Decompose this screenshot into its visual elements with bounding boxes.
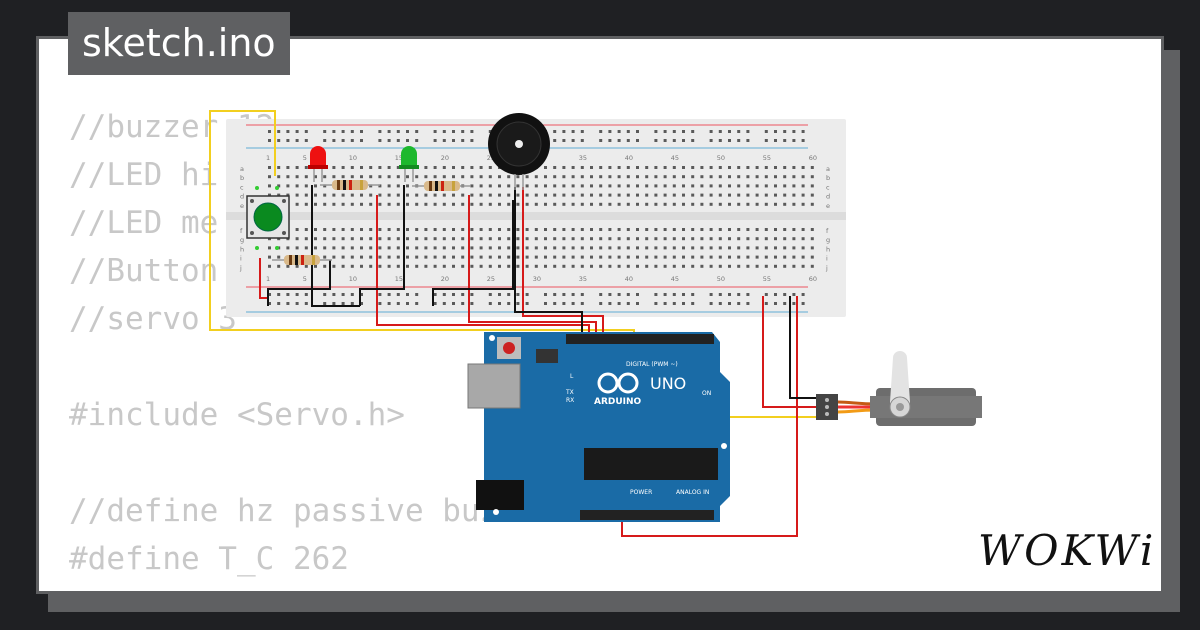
wire-black-buzzer	[432, 200, 514, 306]
breadboard-row-letter: h	[240, 245, 244, 253]
breadboard-row-letter: e	[826, 202, 830, 210]
wire-red-5v	[621, 296, 798, 537]
arduino-brand-text: ARDUINO	[594, 397, 642, 407]
breadboard-row-letter: h	[826, 245, 830, 253]
l-led-label: L	[570, 373, 574, 380]
breadboard-column-number: 10	[349, 275, 357, 283]
arduino-uno-board[interactable]: ARDUINO UNO DIGITAL (PWM ~) POWER ANALOG…	[467, 332, 730, 522]
breadboard-row-letter: b	[240, 174, 244, 182]
breadboard-column-number: 45	[671, 154, 679, 162]
breadboard-column-number: 60	[809, 275, 817, 283]
arduino-infinity-logo	[597, 372, 639, 394]
breadboard-column-number: 55	[763, 154, 771, 162]
usb-port	[467, 363, 521, 409]
led-green[interactable]	[399, 146, 419, 182]
wire-black-servo	[789, 296, 818, 399]
power-pins-label: POWER	[630, 489, 652, 496]
breadboard-column-number: 30	[533, 275, 541, 283]
breadboard-column-number: 20	[441, 154, 449, 162]
breadboard-row-letter: a	[826, 165, 830, 173]
breadboard-row-letter: d	[826, 193, 830, 201]
wires	[209, 110, 818, 537]
pushbutton[interactable]	[246, 186, 290, 250]
led-red[interactable]	[308, 146, 328, 182]
breadboard-row-letter: i	[826, 255, 828, 263]
code-line: //servo 3	[69, 301, 237, 337]
breadboard-column-number: 35	[579, 275, 587, 283]
breadboard-row-letter: j	[239, 264, 242, 272]
wire-black-gnd	[514, 187, 583, 342]
wire-red-servo	[762, 296, 818, 408]
breadboard-row-letter: b	[826, 174, 830, 182]
code-line: //Button	[69, 253, 219, 289]
wire-black-led-me	[359, 185, 405, 306]
breadboard-column-number: 40	[625, 154, 633, 162]
power-jack	[476, 480, 524, 510]
wire-black-res	[267, 260, 331, 306]
breadboard-row-letter: c	[826, 183, 830, 191]
breadboard-column-number: 40	[625, 275, 633, 283]
breadboard-row-letter: g	[240, 236, 244, 244]
rx-led-label: RX	[566, 397, 574, 404]
breadboard-column-number: 60	[809, 154, 817, 162]
breadboard-column-number: 55	[763, 275, 771, 283]
wire-red-buzzer	[522, 187, 604, 342]
breadboard-column-number: 1	[266, 275, 270, 283]
servo-horn	[890, 351, 910, 412]
breadboard-row-letter: f	[240, 227, 243, 235]
resistor-2[interactable]	[412, 181, 470, 191]
breadboard-column-number: 5	[303, 154, 307, 162]
arduino-model-text: UNO	[650, 374, 686, 393]
breadboard-row-letter: i	[240, 255, 242, 263]
breadboard-row-letter: a	[240, 165, 244, 173]
on-led-label: ON	[702, 390, 711, 397]
digital-pins-label: DIGITAL (PWM ~)	[626, 361, 678, 368]
servo-motor[interactable]	[816, 351, 982, 426]
breadboard-column-number: 25	[487, 154, 495, 162]
code-line: //LED hi	[69, 157, 219, 193]
breadboard-row-letter: g	[826, 236, 830, 244]
digital-header	[566, 334, 714, 344]
breadboard-column-number: 1	[266, 154, 270, 162]
wokwi-logo: WOKWi	[978, 526, 1157, 575]
breadboard-column-number: 15	[395, 275, 403, 283]
breadboard-column-number: 35	[579, 154, 587, 162]
analog-pins-label: ANALOG IN	[676, 489, 709, 496]
resistor-1[interactable]	[320, 180, 380, 190]
breadboard-column-number: 25	[487, 275, 495, 283]
breadboard-row-letter: e	[240, 202, 244, 210]
code-line: #define T_C 262	[69, 541, 349, 577]
breadboard-row-letter: d	[240, 193, 244, 201]
breadboard-column-number: 20	[441, 275, 449, 283]
breadboard-column-number: 10	[349, 154, 357, 162]
breadboard-column-number: 45	[671, 275, 679, 283]
atmega-chip	[584, 448, 718, 480]
breadboard-row-letter: c	[240, 183, 244, 191]
tx-led-label: TX	[565, 389, 574, 396]
power-analog-header	[580, 510, 714, 520]
breadboard-row-letter: f	[826, 227, 829, 235]
breadboard: 1155101015152020252530303535404045455050…	[226, 119, 846, 317]
code-line: #include <Servo.h>	[69, 397, 405, 433]
resistor-3[interactable]	[272, 255, 332, 265]
breadboard-column-number: 15	[395, 154, 403, 162]
breadboard-column-number: 50	[717, 275, 725, 283]
wire-red-button	[259, 258, 268, 299]
breadboard-column-number: 5	[303, 275, 307, 283]
wire-black-led-hi	[311, 185, 360, 307]
breadboard-row-letter: j	[825, 264, 828, 272]
breadboard-column-number: 50	[717, 154, 725, 162]
file-tab[interactable]: sketch.ino	[68, 12, 290, 75]
buzzer[interactable]	[488, 113, 550, 190]
code-line: //LED me	[69, 205, 219, 241]
